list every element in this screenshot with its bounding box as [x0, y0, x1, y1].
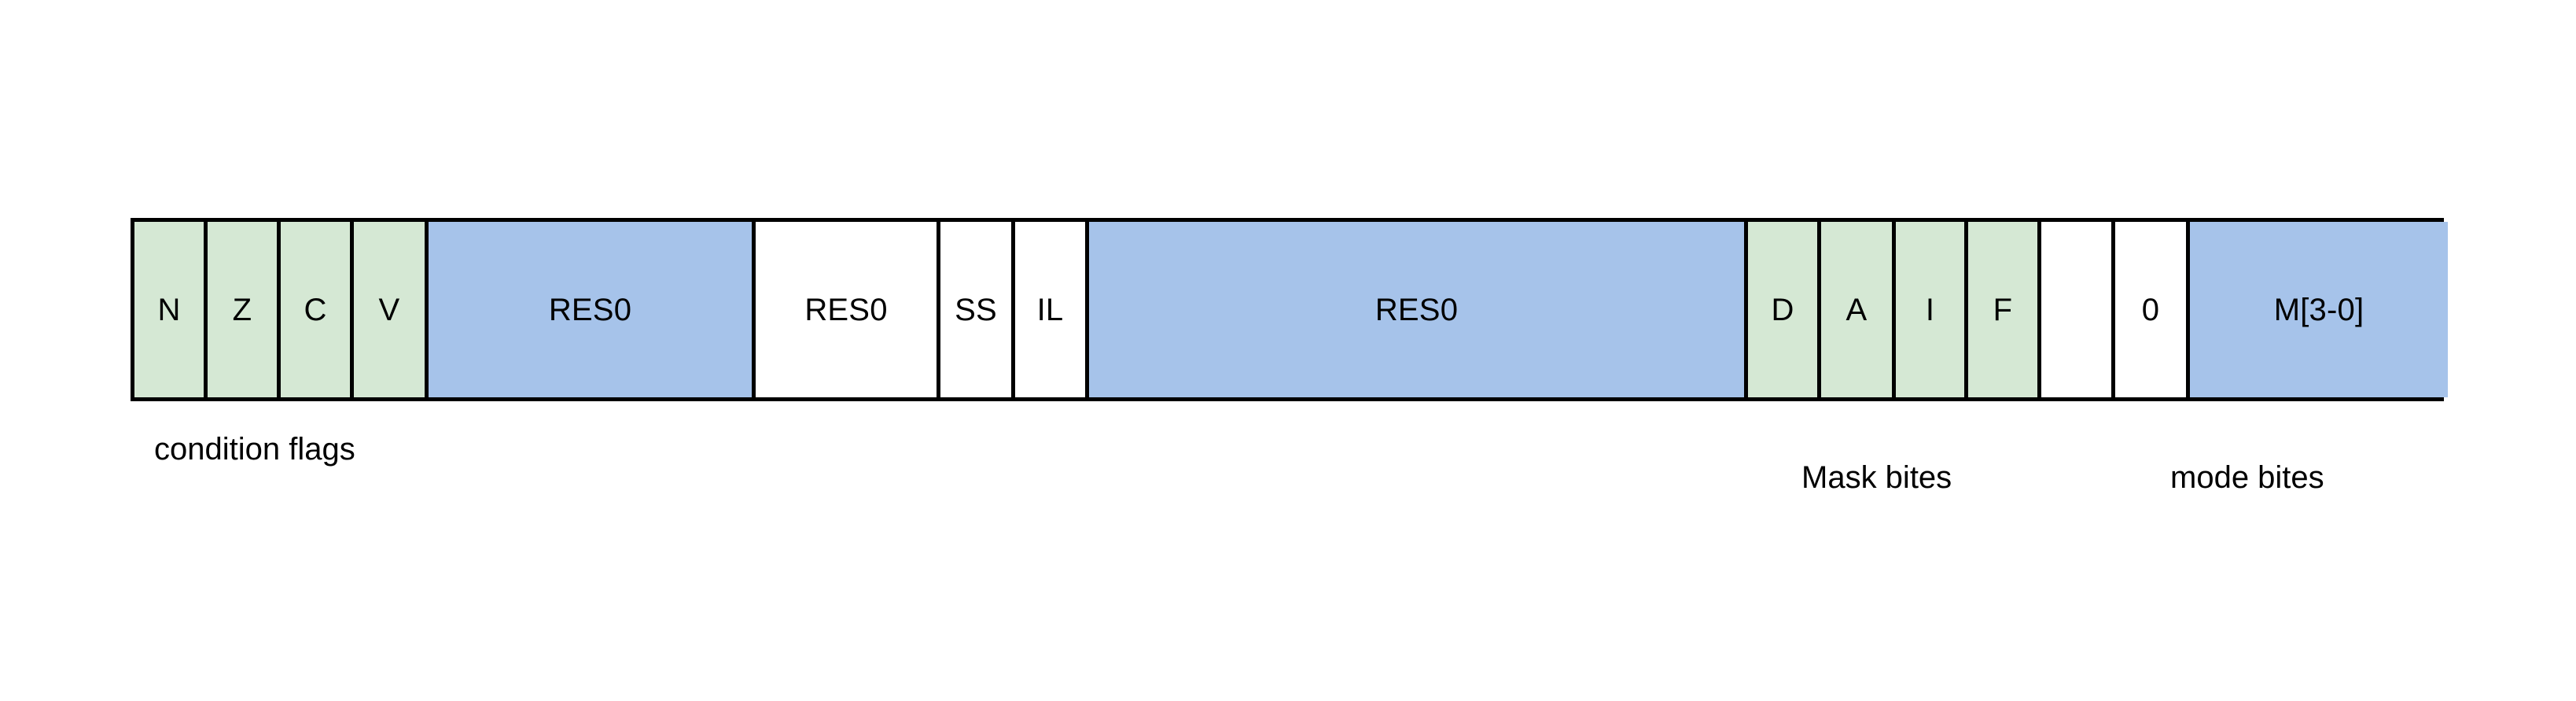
register-field-res0-8: RES0	[1089, 222, 1748, 397]
register-field-m-3-0-15: M[3-0]	[2190, 222, 2448, 397]
caption-mask-bites: Mask bites	[1801, 460, 1952, 495]
register-field-v-3: V	[354, 222, 429, 397]
register-field-a-10: A	[1821, 222, 1896, 397]
register-field-0-14: 0	[2115, 222, 2190, 397]
register-field-d-9: D	[1748, 222, 1821, 397]
caption-condition-flags: condition flags	[154, 432, 355, 467]
register-field-z-1: Z	[208, 222, 281, 397]
register-field-f-12: F	[1968, 222, 2041, 397]
register-field-res0-5: RES0	[756, 222, 940, 397]
caption-mode-bites: mode bites	[2170, 460, 2324, 495]
register-field-ss-6: SS	[940, 222, 1015, 397]
register-field-empty-13	[2041, 222, 2115, 397]
register-field-res0-4: RES0	[429, 222, 756, 397]
register-field-n-0: N	[134, 222, 208, 397]
register-field-il-7: IL	[1015, 222, 1089, 397]
register-field-i-11: I	[1896, 222, 1968, 397]
register-field-c-2: C	[281, 222, 354, 397]
